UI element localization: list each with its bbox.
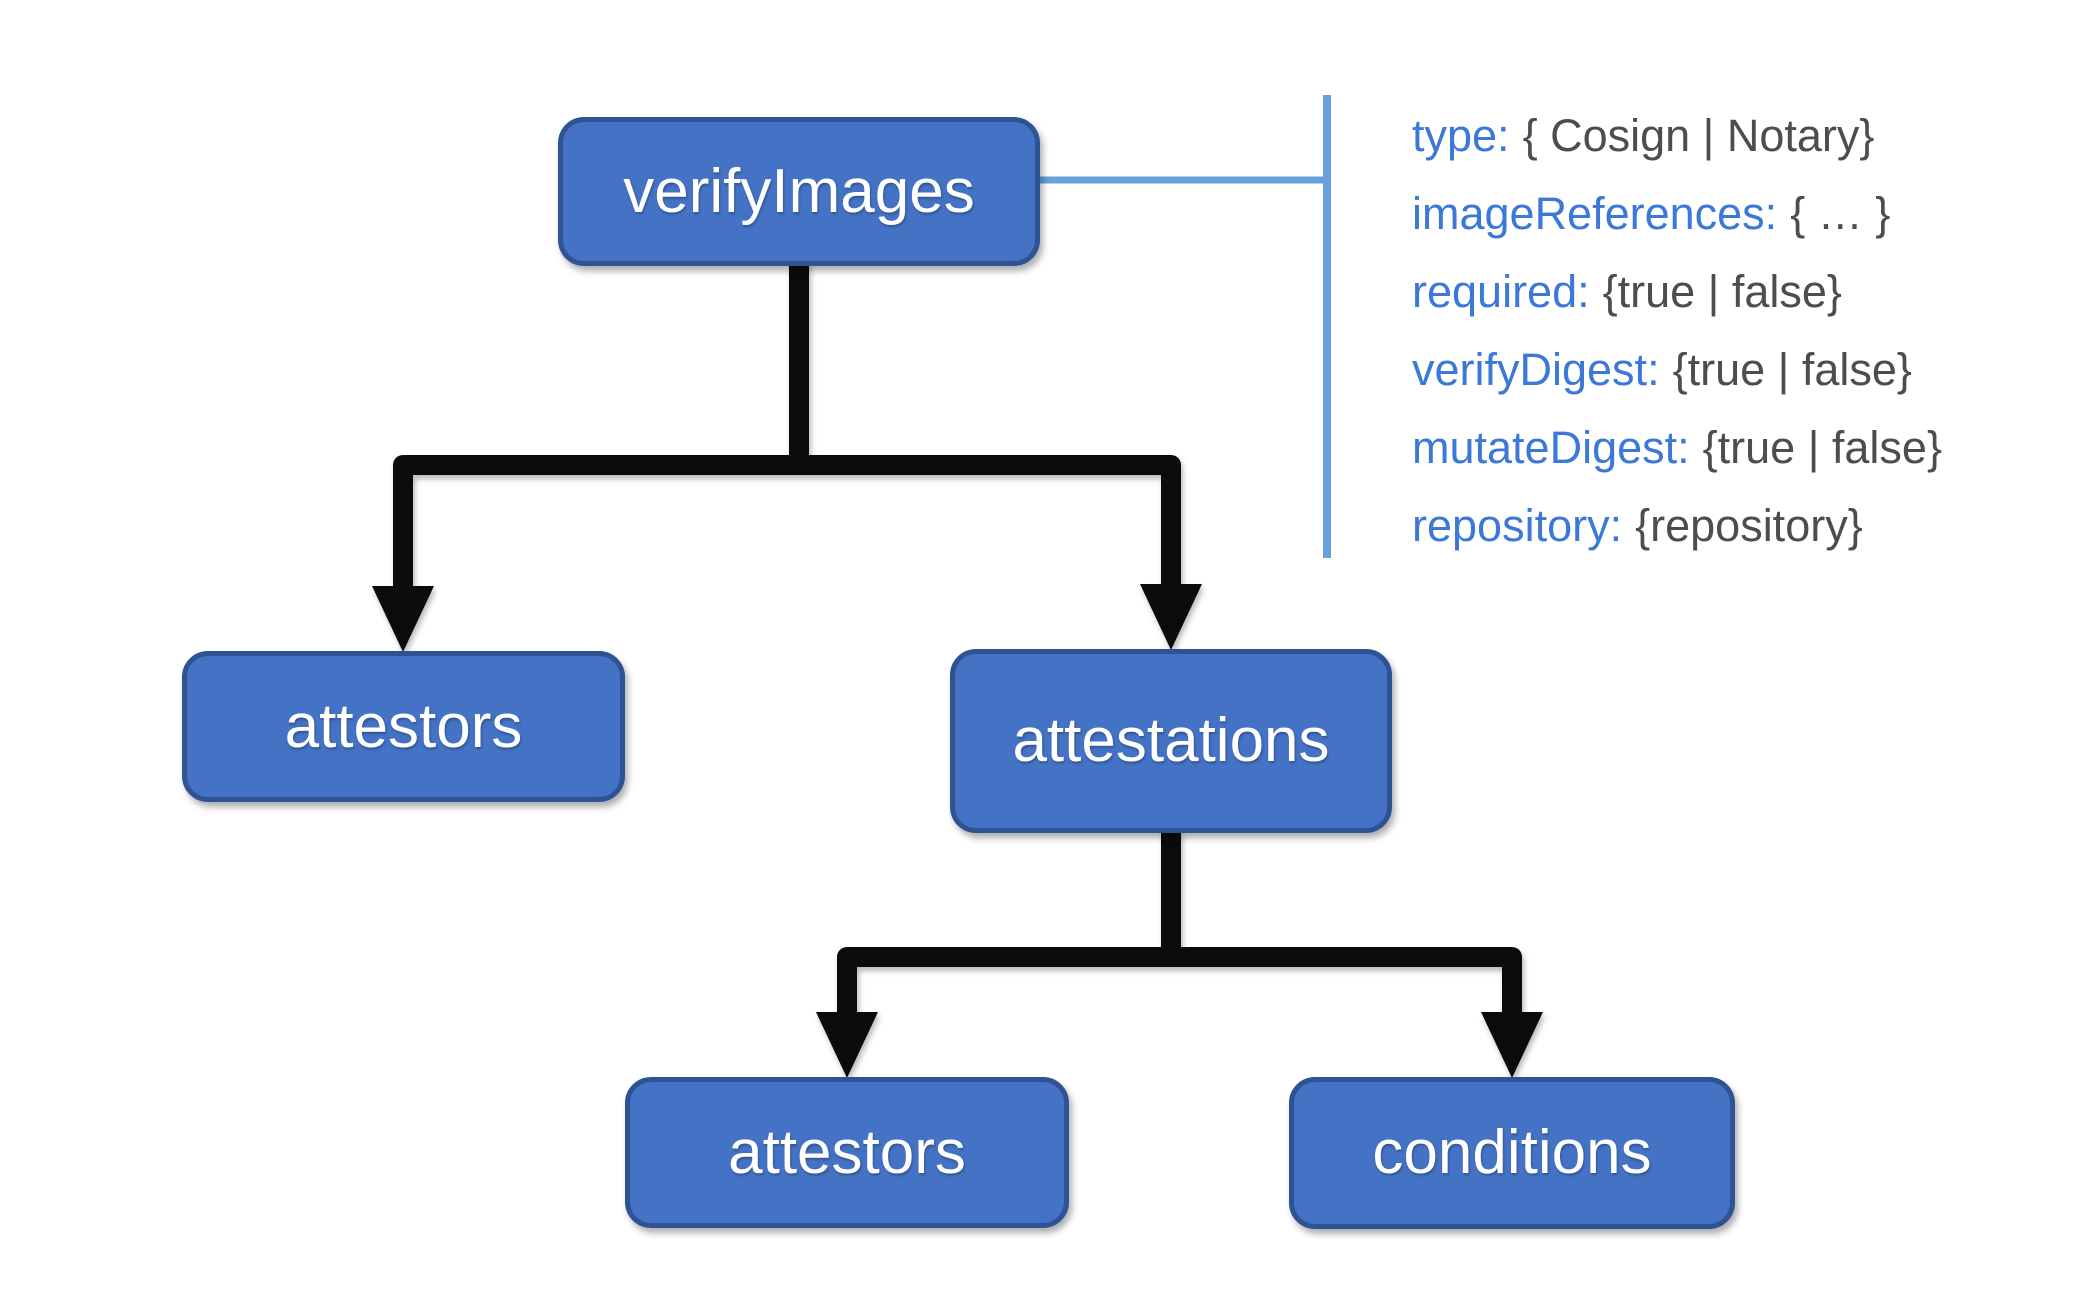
annotation-value: { … }: [1790, 188, 1891, 239]
annotation-row-imagereferences: imageReferences: { … }: [1412, 186, 2052, 242]
annotation-value: { Cosign | Notary}: [1522, 110, 1875, 161]
arrowhead-to-conditions: [1481, 1012, 1543, 1078]
node-attestations-label: attestations: [1012, 706, 1330, 775]
node-verifyimages: verifyImages: [558, 117, 1040, 266]
annotation-row-required: required: {true | false}: [1412, 264, 2052, 320]
annotation-key: repository:: [1412, 500, 1623, 551]
tree-connectors-level2: [816, 830, 1543, 1078]
node-conditions: conditions: [1289, 1077, 1735, 1229]
level1-bracket-line: [393, 455, 1181, 590]
annotation-value: {true | false}: [1702, 422, 1942, 473]
annotation-panel: type: { Cosign | Notary} imageReferences…: [1412, 108, 2052, 576]
node-verifyimages-label: verifyImages: [623, 156, 975, 226]
annotation-key: type:: [1412, 110, 1510, 161]
annotation-key: imageReferences:: [1412, 188, 1778, 239]
node-attestors-left-label: attestors: [284, 691, 523, 761]
annotation-row-mutatedigest: mutateDigest: {true | false}: [1412, 420, 2052, 476]
node-attestations: attestations: [950, 649, 1392, 833]
node-attestors-bottom: attestors: [625, 1077, 1069, 1228]
annotation-value: {true | false}: [1602, 266, 1842, 317]
annotation-row-verifydigest: verifyDigest: {true | false}: [1412, 342, 2052, 398]
annotation-value: {true | false}: [1672, 344, 1912, 395]
annotation-row-repository: repository: {repository}: [1412, 498, 2052, 554]
annotation-key: verifyDigest:: [1412, 344, 1660, 395]
annotation-key: mutateDigest:: [1412, 422, 1690, 473]
level2-bracket-line: [837, 947, 1522, 1016]
arrowhead-to-attestations: [1140, 584, 1202, 650]
arrowhead-to-attestors-bottom: [816, 1012, 878, 1078]
annotation-key: required:: [1412, 266, 1590, 317]
annotation-bracket: [1040, 95, 1331, 558]
tree-connectors-level1: [372, 262, 1202, 652]
node-attestors-left: attestors: [182, 651, 625, 802]
annotation-row-type: type: { Cosign | Notary}: [1412, 108, 2052, 164]
annotation-value: {repository}: [1635, 500, 1863, 551]
node-attestors-bottom-label: attestors: [728, 1117, 966, 1187]
node-conditions-label: conditions: [1372, 1118, 1652, 1187]
arrowhead-to-attestors-left: [372, 586, 434, 652]
